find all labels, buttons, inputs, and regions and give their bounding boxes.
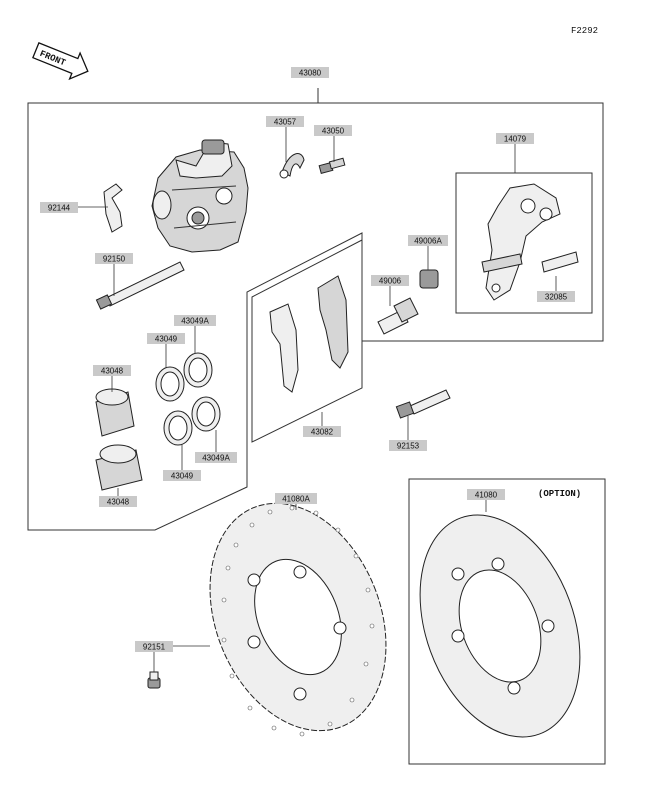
option-label: (OPTION) [538, 489, 581, 499]
svg-text:43048: 43048 [101, 367, 124, 376]
option-frame: (OPTION) [408, 478, 606, 765]
svg-text:92151: 92151 [143, 643, 166, 652]
svg-text:92144: 92144 [48, 204, 71, 213]
pad-pin [279, 153, 305, 179]
svg-text:43049A: 43049A [202, 454, 230, 463]
part-label: 41080A [275, 493, 317, 504]
part-label: 43049A [174, 315, 216, 326]
svg-text:32085: 32085 [545, 293, 568, 302]
svg-text:43048: 43048 [107, 498, 130, 507]
part-label: 43050 [314, 125, 352, 136]
seals-pistons [95, 352, 221, 491]
svg-text:92153: 92153 [397, 442, 420, 451]
svg-text:43050: 43050 [322, 127, 345, 136]
brake-disc-41080A [209, 502, 387, 737]
diagram-code: F2292 [571, 26, 598, 36]
part-label: 92144 [40, 202, 78, 213]
svg-text:14079: 14079 [504, 135, 527, 144]
brake-pads [269, 275, 349, 393]
svg-text:43082: 43082 [311, 428, 334, 437]
part-label: 32085 [537, 291, 575, 302]
pad-spring [103, 183, 123, 233]
part-label: 92151 [135, 641, 173, 652]
front-arrow-icon: FRONT [32, 41, 89, 81]
part-label: 43082 [303, 426, 341, 437]
part-label: 43049 [147, 333, 185, 344]
leader-lines [78, 127, 557, 672]
caliper-bracket [481, 183, 561, 301]
part-label: 41080 [467, 489, 505, 500]
assembly-frame [27, 88, 604, 531]
caliper-bolt-92150 [95, 261, 185, 310]
svg-text:41080: 41080 [475, 491, 498, 500]
disc-bolt [147, 671, 161, 689]
caliper-bolt-92153 [395, 389, 451, 419]
brake-disc-41080 [419, 514, 581, 738]
caliper-body [151, 139, 249, 253]
svg-text:43049: 43049 [171, 472, 194, 481]
bleeder-valve [318, 157, 346, 175]
part-label: 92150 [95, 253, 133, 264]
part-label: 49006A [408, 235, 448, 246]
svg-text:43057: 43057 [274, 118, 297, 127]
svg-text:92150: 92150 [103, 255, 126, 264]
bushings [377, 269, 439, 335]
svg-text:43049A: 43049A [181, 317, 209, 326]
bracket-clip [541, 251, 579, 273]
svg-text:49006: 49006 [379, 277, 402, 286]
svg-text:43080: 43080 [299, 69, 322, 78]
svg-text:41080A: 41080A [282, 495, 310, 504]
part-label: 49006 [371, 275, 409, 286]
part-label: 43057 [266, 116, 304, 127]
part-label: 43049 [163, 470, 201, 481]
svg-text:43049: 43049 [155, 335, 178, 344]
part-label: 92153 [389, 440, 427, 451]
part-label: 43080 [291, 67, 329, 78]
svg-text:49006A: 49006A [414, 237, 442, 246]
part-label: 43049A [195, 452, 237, 463]
part-label: 43048 [99, 496, 137, 507]
part-label: 14079 [496, 133, 534, 144]
part-label: 43048 [93, 365, 131, 376]
